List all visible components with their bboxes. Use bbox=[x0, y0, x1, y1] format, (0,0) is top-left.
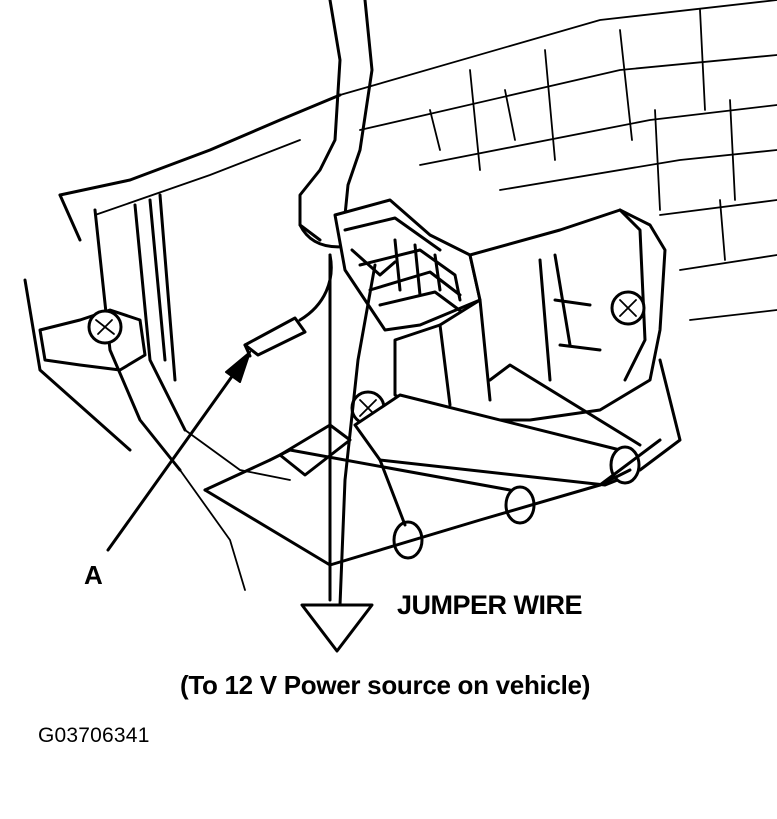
bottom-tray bbox=[203, 358, 682, 567]
callout-a-arrow bbox=[106, 351, 251, 552]
component-housing bbox=[393, 208, 667, 422]
left-bracket-screw bbox=[38, 308, 147, 372]
jumper-wire-label: JUMPER WIRE bbox=[397, 590, 583, 620]
power-source-triangle-icon bbox=[300, 603, 374, 653]
callout-label-a: A bbox=[84, 560, 103, 590]
test-lead bbox=[243, 253, 333, 358]
figure-code-label: G03706341 bbox=[38, 724, 150, 747]
power-source-label: (To 12 V Power source on vehicle) bbox=[180, 670, 591, 700]
background-panel bbox=[339, 0, 777, 321]
connector bbox=[333, 198, 482, 332]
jumper-wire-line bbox=[328, 253, 377, 607]
left-housing bbox=[23, 93, 342, 591]
